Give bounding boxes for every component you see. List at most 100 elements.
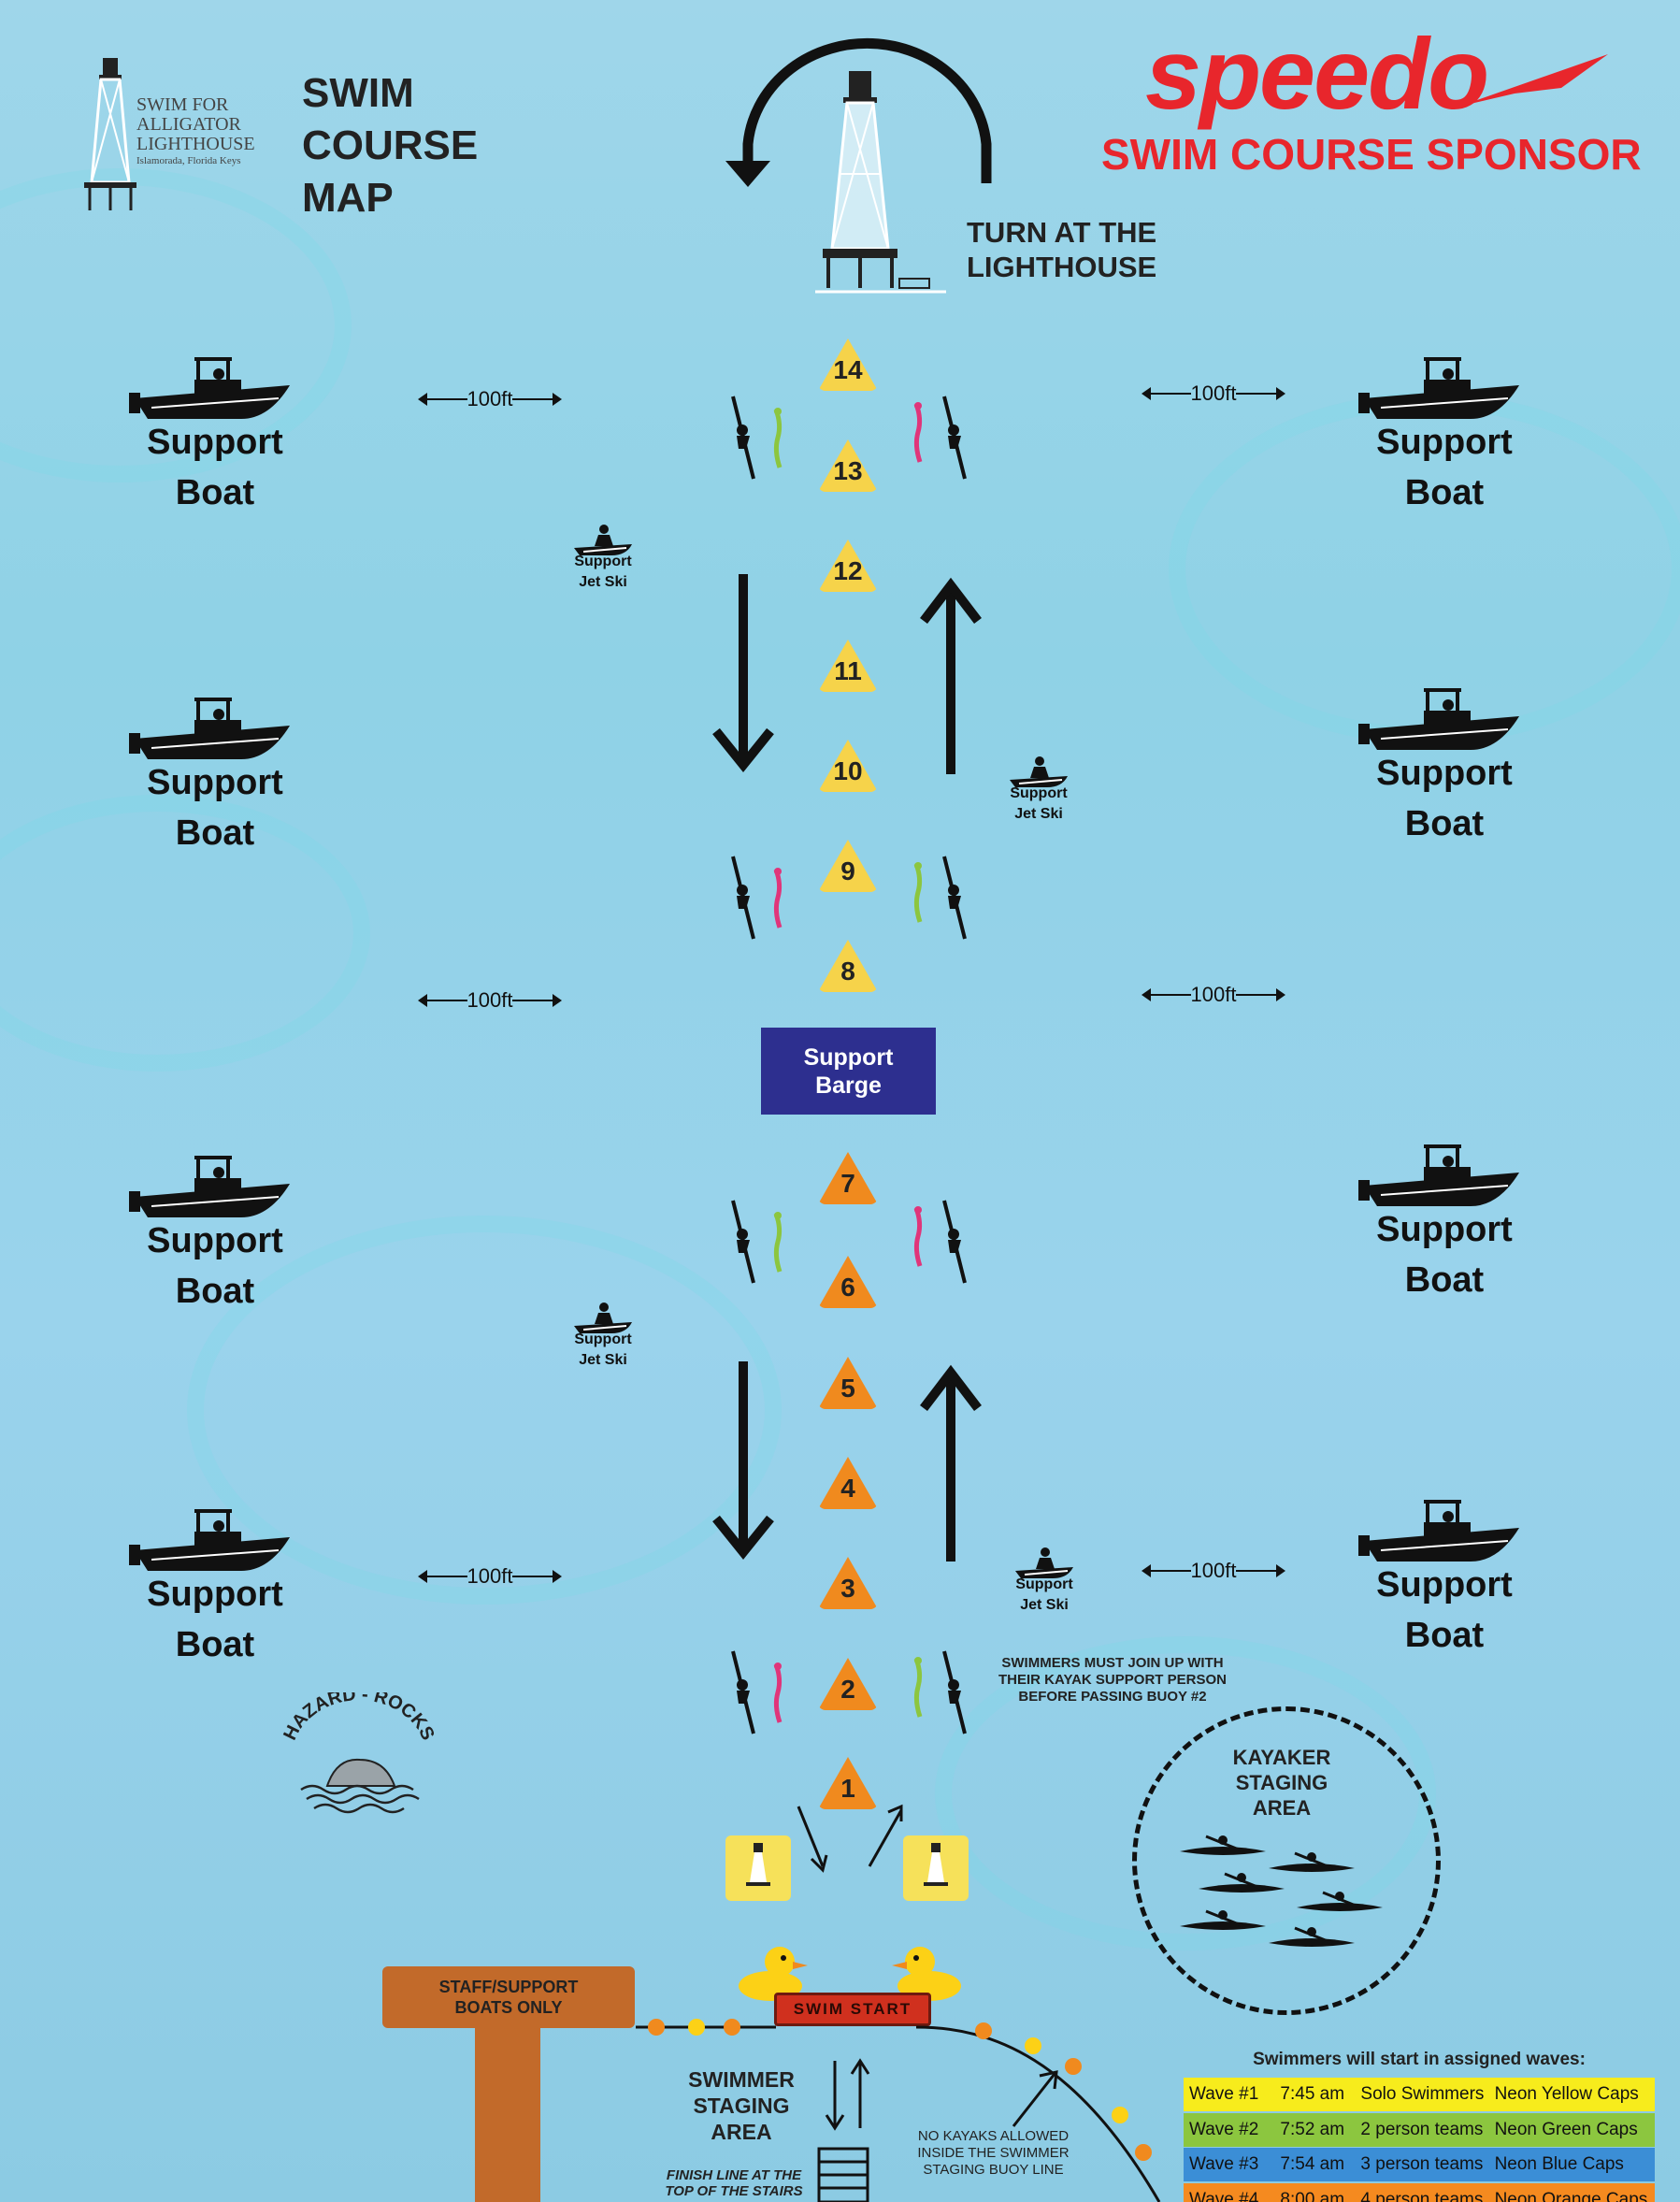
distance-marker: 100ft [418, 387, 562, 411]
course-buoy: 9 [818, 840, 878, 892]
buoy-number: 14 [833, 355, 863, 384]
staging-label-line: STAGING [693, 2094, 790, 2118]
title-line: COURSE [302, 122, 479, 168]
up-down-arrows-icon [821, 2057, 877, 2132]
staff-dock-label: STAFF/SUPPORT BOATS ONLY [382, 1977, 635, 2018]
hazard-rocks: HAZARD - ROCKS [280, 1684, 439, 1814]
title-line: MAP [302, 175, 394, 221]
buoy-number: 13 [833, 456, 863, 485]
wave-team: 4 person teams [1360, 2189, 1484, 2202]
swimmer-icon [907, 1655, 929, 1720]
support-boat-label-line: Support [1376, 423, 1513, 462]
finish-line-line: TOP OF THE STAIRS [665, 2183, 803, 2199]
support-boat-icon [1358, 1494, 1527, 1569]
distance-marker: 100ft [418, 1564, 562, 1589]
turn-label-line: LIGHTHOUSE [967, 251, 1157, 283]
entry-arrows-icon [795, 1803, 907, 1878]
support-boat-label-line: Support [1376, 1565, 1513, 1605]
finish-line-label: FINISH LINE AT THE TOP OF THE STAIRS [654, 2167, 813, 2199]
jetski-label-line: Support [1010, 785, 1068, 801]
note-line: SWIMMERS MUST JOIN UP WITH [1001, 1655, 1224, 1671]
staging-buoy-line [636, 1982, 1178, 2202]
support-boat-icon [1358, 683, 1527, 757]
turn-arrow-icon [673, 13, 1000, 200]
swimmer-icon [907, 400, 929, 466]
course-buoy: 14 [818, 338, 878, 391]
support-boat-icon [129, 1504, 297, 1578]
course-buoy: 8 [818, 940, 878, 992]
wave-team: Solo Swimmers [1360, 2084, 1485, 2104]
staging-label-line: SWIMMER [688, 2067, 795, 2092]
support-boat-label-line: Boat [1404, 1616, 1485, 1655]
support-boat-label-line: Support [147, 1575, 283, 1614]
course-buoy: 5 [818, 1357, 878, 1409]
kayaker-staging-area [1132, 1706, 1441, 2015]
wave-time: 8:00 am [1280, 2189, 1345, 2202]
dock-label-line: STAFF/SUPPORT [438, 1978, 579, 1996]
buoy-number: 11 [834, 656, 862, 685]
staging-label-line: AREA [711, 2120, 772, 2144]
staging-kayak-icon [1295, 1889, 1385, 1915]
support-boat-label-line: Boat [175, 1272, 255, 1311]
up-arrow-icon [918, 1360, 984, 1565]
support-boat-label-line: Boat [1404, 473, 1485, 512]
jet-ski-icon [1012, 1547, 1077, 1580]
support-boat-label-line: Boat [1404, 804, 1485, 843]
kayaker-icon [937, 393, 974, 482]
swimmer-icon [767, 1210, 789, 1275]
swimmer-icon [767, 1661, 789, 1726]
wave-team: 3 person teams [1360, 2154, 1484, 2174]
buoy-number: 7 [840, 1169, 855, 1198]
svg-text:HAZARD - ROCKS: HAZARD - ROCKS [280, 1692, 438, 1744]
distance-marker: 100ft [418, 988, 562, 1013]
jetski-label-line: Support [1015, 1576, 1073, 1592]
course-buoy: 12 [818, 540, 878, 592]
wave-wave: Wave #4 [1189, 2189, 1259, 2202]
staging-kayak-icon [1267, 1849, 1357, 1876]
logo-line: ALLIGATOR [136, 114, 241, 135]
logo-line: LIGHTHOUSE [136, 134, 255, 154]
no-kayaks-note: NO KAYAKS ALLOWED INSIDE THE SWIMMER STA… [907, 2128, 1080, 2179]
buoy-number: 9 [840, 856, 855, 885]
wave-wave: Wave #1 [1189, 2084, 1259, 2104]
kayaker-staging-line: AREA [1252, 1796, 1312, 1820]
swim-start-banner: SWIM START [774, 1993, 931, 2026]
staging-kayak-icon [1197, 1870, 1286, 1896]
jet-ski-icon [1006, 756, 1071, 789]
speedo-swoosh-icon [1458, 52, 1608, 113]
support-boat-icon [129, 352, 297, 426]
barge-label-line: Barge [815, 1072, 882, 1099]
course-buoy: 13 [818, 439, 878, 492]
sponsor-logo: speedo [1145, 17, 1489, 130]
kayaker-staging-line: STAGING [1235, 1771, 1328, 1794]
support-boat-label-line: Boat [175, 813, 255, 853]
buoy-number: 1 [840, 1774, 855, 1803]
start-marker-lighthouse-icon [903, 1835, 969, 1901]
swimmer-icon [907, 860, 929, 926]
distance-marker: 100ft [1142, 1559, 1285, 1583]
wave-team: 2 person teams [1360, 2119, 1484, 2139]
title-line: SWIM [302, 70, 414, 116]
wave-caps: Neon Green Caps [1494, 2119, 1638, 2139]
stairs-icon [806, 2141, 881, 2202]
jetski-label-line: Jet Ski [579, 1352, 627, 1368]
jetski-label-line: Support [574, 1331, 632, 1347]
down-arrow-icon [711, 1358, 776, 1563]
up-arrow-icon [918, 572, 984, 778]
distance-label: 100ft [1190, 983, 1237, 1006]
kayaker-icon [725, 393, 763, 482]
pointer-arrow-icon [1008, 2066, 1064, 2132]
wave-time: 7:45 am [1280, 2084, 1345, 2104]
jet-ski-icon [570, 524, 636, 557]
buoy-number: 2 [840, 1675, 855, 1704]
staging-kayak-icon [1178, 1833, 1268, 1859]
no-kayak-line: INSIDE THE SWIMMER [917, 2145, 1070, 2161]
wave-caps: Neon Blue Caps [1494, 2154, 1624, 2174]
